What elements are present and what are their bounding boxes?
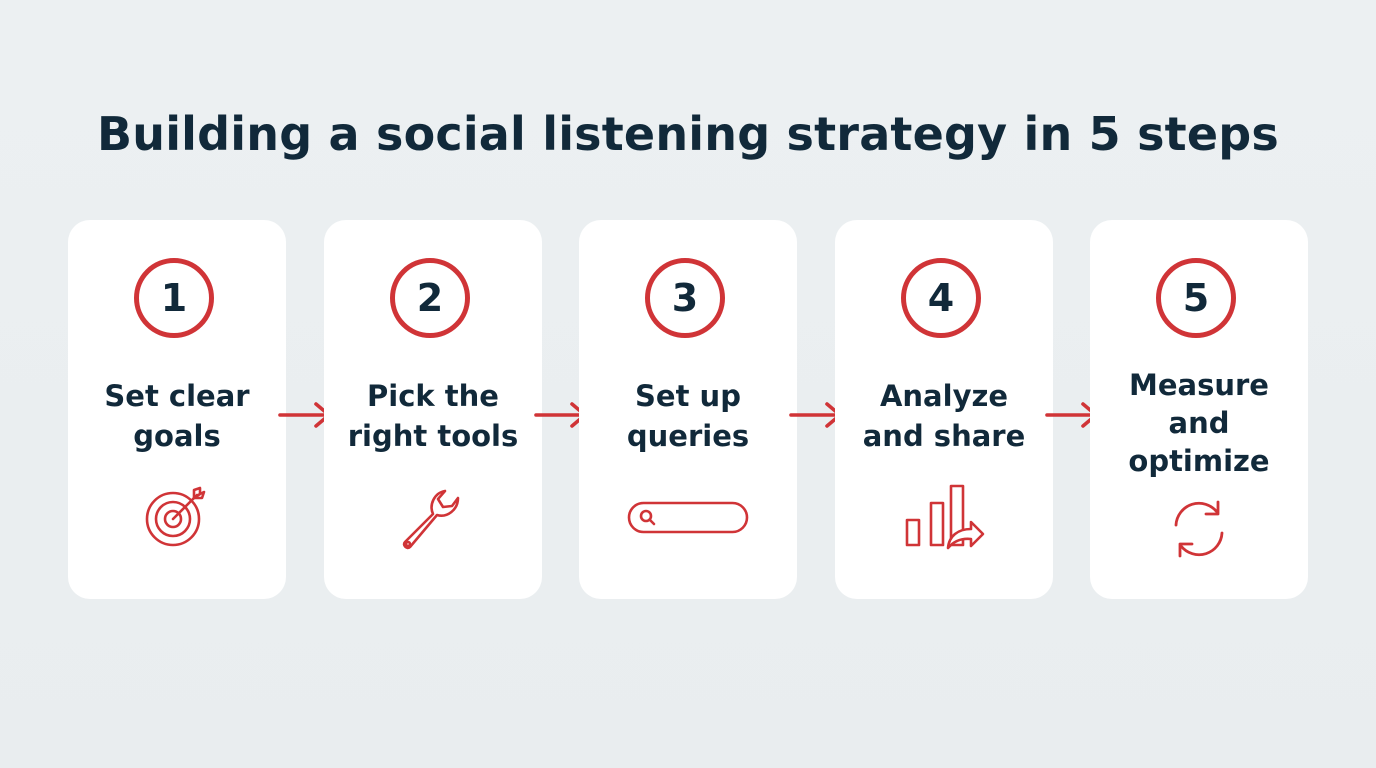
step-card-3: 3 Set up queries	[579, 220, 797, 599]
step-card-5: 5 Measure and optimize	[1090, 220, 1308, 599]
search-bar-icon	[627, 501, 749, 534]
step-card-1: 1 Set clear goals	[68, 220, 286, 599]
target-icon	[145, 486, 206, 547]
step-number-badge: 1	[134, 258, 214, 338]
refresh-icon	[1174, 500, 1224, 558]
step-card-2: 2 Pick the right tools	[324, 220, 542, 599]
step-label: Measure and optimize	[1128, 368, 1270, 478]
step-card-4: 4 Analyze and share	[835, 220, 1053, 599]
step-number-badge: 4	[901, 258, 981, 338]
step-label: Analyze and share	[862, 379, 1026, 453]
step-number-badge: 3	[645, 258, 725, 338]
step-number-badge: 2	[390, 258, 470, 338]
page-title: Building a social listening strategy in …	[97, 107, 1279, 161]
chart-share-icon	[905, 484, 985, 550]
step-label: Set clear goals	[104, 379, 250, 453]
step-number-badge: 5	[1156, 258, 1236, 338]
step-label: Set up queries	[626, 379, 750, 453]
step-label: Pick the right tools	[347, 379, 519, 453]
wrench-icon	[402, 489, 460, 550]
